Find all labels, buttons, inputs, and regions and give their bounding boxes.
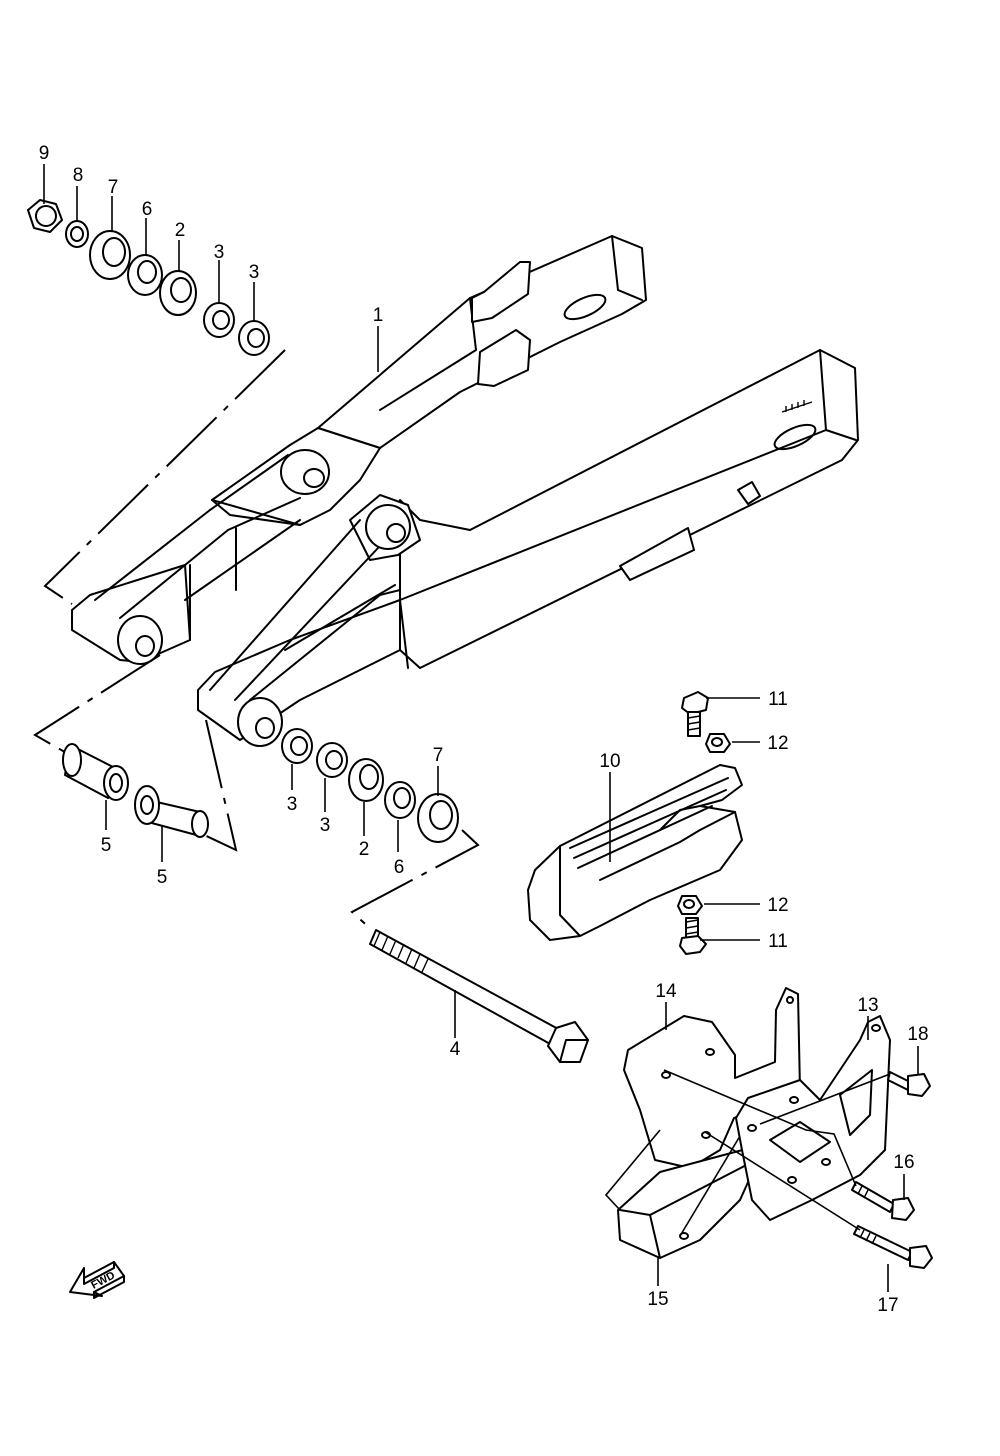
callout-3-bottom-b: 3: [320, 815, 331, 836]
callout-3-bottom-a: 3: [287, 794, 298, 815]
callout-14: 14: [655, 981, 677, 1002]
chain-slider: [527, 691, 743, 955]
bushings: [62, 743, 209, 838]
callout-8: 8: [73, 165, 84, 186]
callout-13: 13: [857, 995, 878, 1016]
callout-11-bottom: 11: [768, 931, 788, 952]
callout-10: 10: [599, 751, 620, 772]
callout-2-top: 2: [175, 220, 186, 241]
callout-17: 17: [877, 1295, 898, 1316]
callout-1: 1: [373, 305, 384, 326]
callout-7-bottom: 7: [433, 745, 444, 766]
chain-guide-assembly: [617, 987, 933, 1269]
callout-15: 15: [647, 1289, 668, 1310]
callout-5-right: 5: [157, 867, 168, 888]
fwd-arrow-icon: FWD: [69, 1261, 125, 1299]
pivot-bolt: [369, 929, 589, 1063]
callout-3-top-b: 3: [249, 262, 260, 283]
callout-3-top-a: 3: [214, 242, 225, 263]
callout-2-bottom: 2: [359, 839, 370, 860]
leader-lines: [43, 164, 919, 1292]
callout-12-bottom: 12: [767, 895, 788, 916]
callout-7-top: 7: [108, 177, 119, 198]
callout-12-top: 12: [767, 733, 788, 754]
callout-5-left: 5: [101, 835, 112, 856]
callout-18: 18: [907, 1024, 928, 1045]
callout-6-top: 6: [142, 199, 153, 220]
callout-labels: 9 8 7 6 2 3 3 1 11 12 10 7 3 3 2 6 5 5 1…: [39, 143, 929, 1316]
callout-9: 9: [39, 143, 50, 164]
callout-4: 4: [450, 1039, 461, 1060]
callout-11-top: 11: [768, 689, 788, 710]
hardware-stack-left: [27, 199, 270, 356]
callout-6-bottom: 6: [394, 857, 405, 878]
swingarm: [71, 235, 859, 747]
callout-16: 16: [893, 1152, 914, 1173]
hardware-stack-right: [281, 728, 459, 843]
assembly-lines: [33, 349, 891, 1237]
